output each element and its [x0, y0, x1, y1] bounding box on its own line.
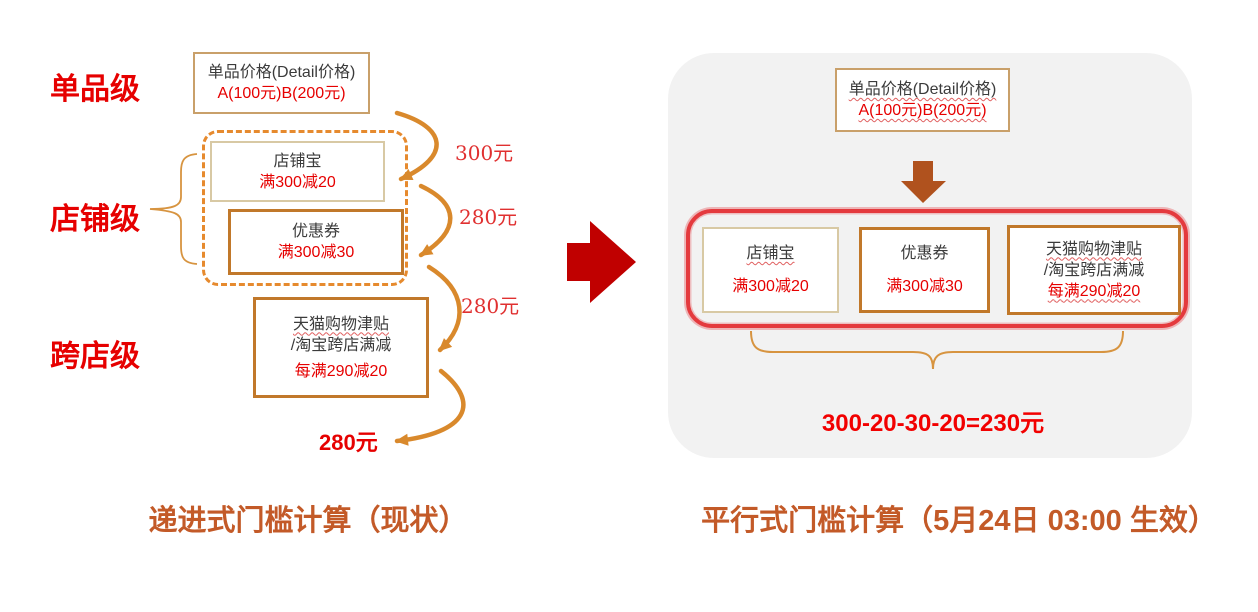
right-cross-store-value: 每满290减20	[1047, 282, 1141, 300]
parallel-promos-highlight-frame	[686, 209, 1188, 328]
left-coupon-title: 优惠券	[291, 223, 340, 240]
step-amount-2: 280元	[459, 205, 518, 229]
left-item-price-value: A(100元)B(200元)	[217, 85, 346, 102]
left-final-amount: 280元	[319, 430, 378, 455]
level-label-shop: 店铺级	[50, 203, 140, 236]
left-shop-bao-value: 满300减20	[259, 173, 336, 191]
left-cross-store-title-line1: 天猫购物津贴	[292, 315, 389, 333]
left-shop-bao-title: 店铺宝	[273, 152, 322, 170]
right-shop-bao-title: 店铺宝	[746, 245, 795, 262]
curve-arrow-step3-icon	[426, 264, 462, 353]
left-coupon-value: 满300减30	[277, 244, 355, 261]
right-shop-bao-value: 满300减20	[732, 278, 809, 295]
right-cross-store-title-line2: /淘宝跨店满减	[1043, 261, 1145, 279]
parallel-formula: 300-20-30-20=230元	[821, 410, 1045, 437]
shop-level-dashed-group	[202, 130, 408, 286]
left-shop-bao-box: 店铺宝 满300减20	[210, 141, 385, 202]
left-cross-store-value: 每满290减20	[294, 362, 388, 380]
right-caption: 平行式门槛计算（5月24日 03:00 生效）	[701, 505, 1217, 537]
right-item-price-value: A(100元)B(200元)	[858, 102, 987, 119]
left-item-price-title: 单品价格(Detail价格)	[207, 64, 356, 81]
right-coupon-box: 优惠券 满300减30	[859, 227, 990, 313]
left-caption: 递进式门槛计算（现状）	[148, 505, 468, 537]
right-item-price-box: 单品价格(Detail价格) A(100元)B(200元)	[835, 68, 1010, 132]
shop-level-brace-icon	[149, 153, 198, 265]
right-shop-bao-box: 店铺宝 满300减20	[702, 227, 839, 313]
transform-arrow-icon	[567, 221, 636, 303]
left-item-price-box: 单品价格(Detail价格) A(100元)B(200元)	[193, 52, 370, 114]
right-cross-store-title-line1: 天猫购物津贴	[1045, 240, 1142, 258]
right-item-price-title: 单品价格(Detail价格)	[848, 81, 997, 98]
left-coupon-box: 优惠券 满300减30	[228, 209, 404, 275]
right-coupon-value: 满300减30	[886, 278, 963, 295]
right-coupon-title: 优惠券	[900, 245, 949, 262]
left-cross-store-title-line2: /淘宝跨店满减	[290, 336, 392, 354]
level-label-item: 单品级	[50, 73, 140, 106]
curve-arrow-step2-icon	[418, 183, 453, 258]
step-amount-3: 280元	[461, 294, 520, 318]
right-cross-store-box: 天猫购物津贴 /淘宝跨店满减 每满290减20	[1007, 225, 1181, 315]
level-label-cross-store: 跨店级	[50, 340, 140, 373]
step-amount-1: 300元	[455, 141, 514, 165]
left-cross-store-box: 天猫购物津贴 /淘宝跨店满减 每满290减20	[253, 297, 429, 398]
